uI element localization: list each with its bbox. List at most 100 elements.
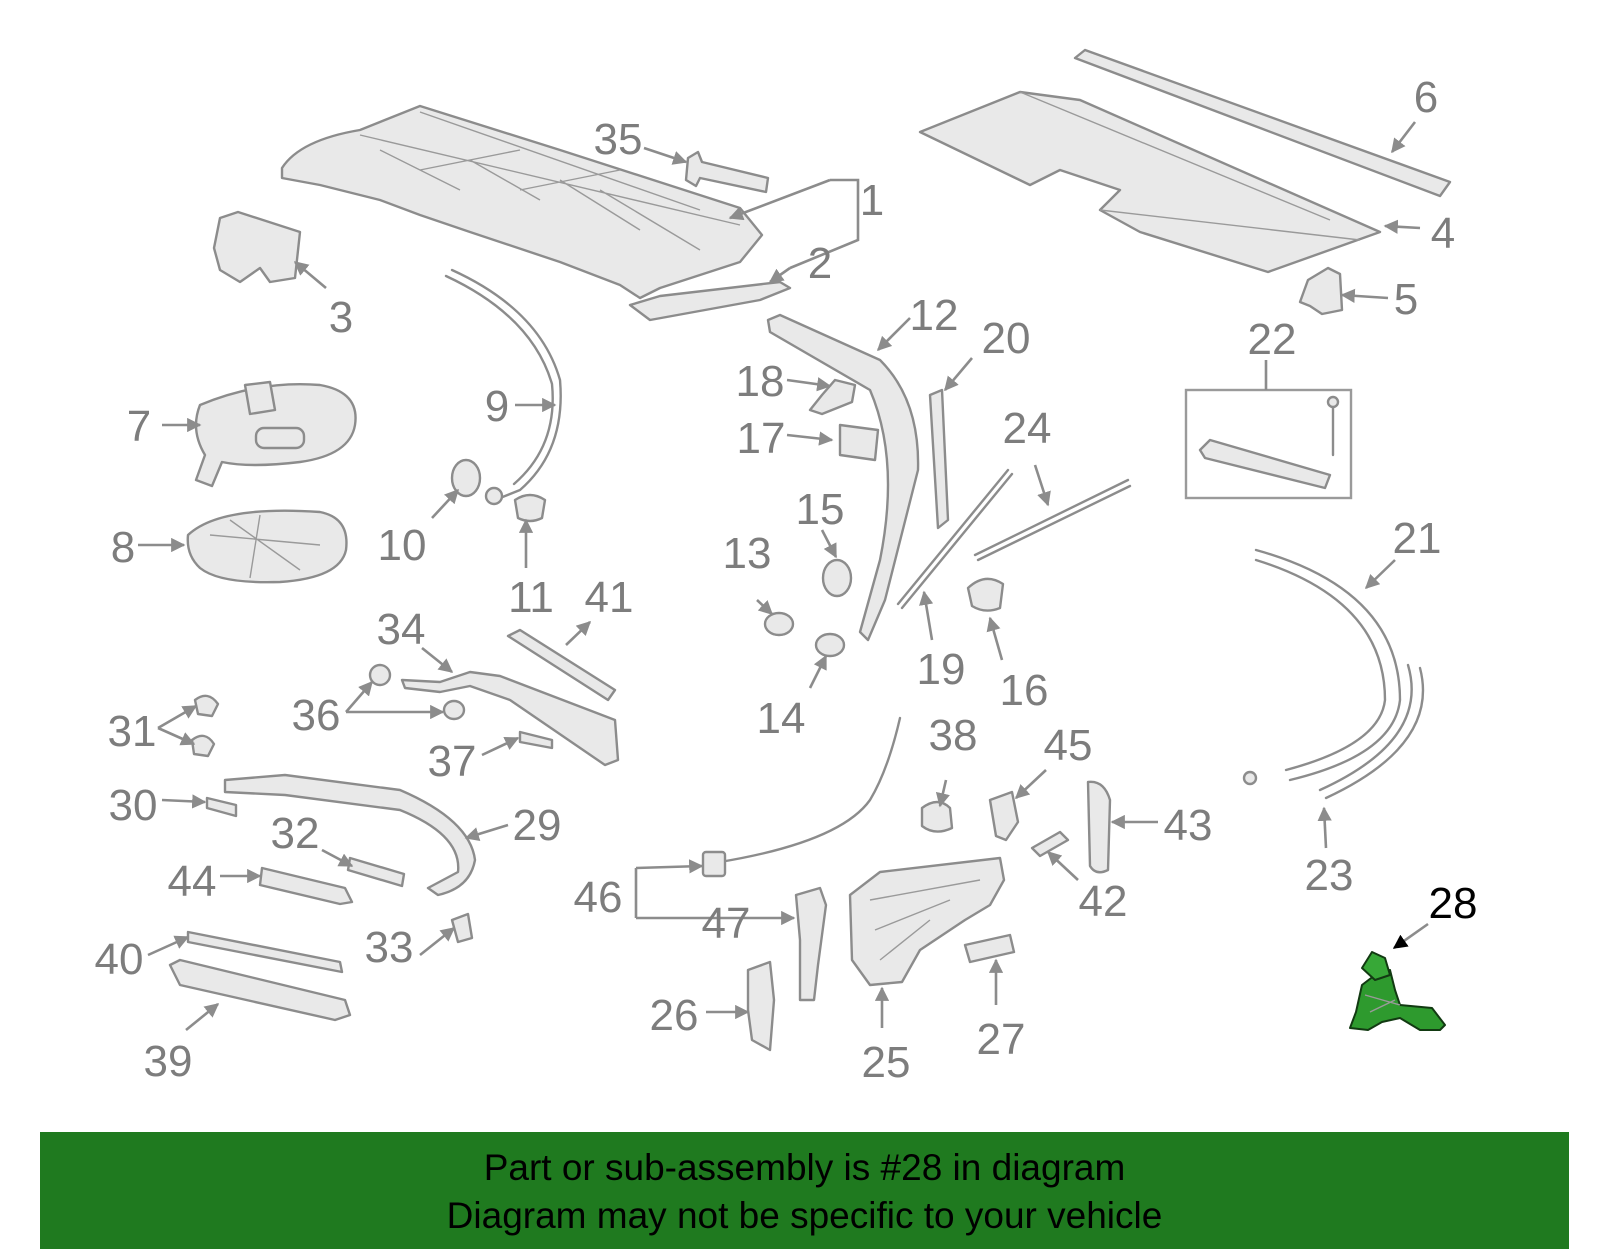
label-32: 32 [271, 809, 320, 858]
part-15-o-ring [821, 558, 853, 598]
banner-line-1: Part or sub-assembly is #28 in diagram [483, 1147, 1126, 1188]
label-20: 20 [982, 314, 1031, 363]
part-13-washer [763, 611, 795, 637]
label-37: 37 [428, 737, 477, 786]
part-27-switch [963, 933, 1016, 964]
part-26-plate [746, 960, 776, 1052]
label-4: 4 [1431, 209, 1455, 258]
part-21-rear-bow [1254, 548, 1402, 782]
label-3: 3 [329, 293, 353, 342]
label-45: 45 [1044, 721, 1093, 770]
label-9: 9 [485, 382, 509, 431]
part-shapes [168, 48, 1452, 1052]
label-39: 39 [144, 1037, 193, 1086]
label-7: 7 [127, 402, 151, 451]
part-47-link [794, 886, 828, 1002]
part-18-bracket [808, 378, 857, 416]
part-32-bolt [346, 856, 406, 888]
part-38-cap [920, 800, 954, 833]
part-10-o-ring [450, 458, 482, 498]
label-25: 25 [862, 1038, 911, 1087]
label-8: 8 [111, 523, 135, 572]
part-6-trim-strip [1073, 48, 1452, 198]
part-3-hinge-bracket [212, 210, 302, 284]
part-43-link [1086, 780, 1112, 874]
label-46: 46 [574, 873, 623, 922]
part-23-strip [1318, 663, 1413, 792]
label-35: 35 [594, 115, 643, 164]
part-34-link-arm [400, 670, 620, 767]
part-1-top-frame [280, 104, 792, 322]
part-22-kit-box [1184, 388, 1353, 500]
label-6: 6 [1414, 73, 1438, 122]
part-41-trim [506, 628, 617, 702]
label-33: 33 [365, 923, 414, 972]
part-5-clip [1298, 266, 1344, 316]
label-13: 13 [723, 529, 772, 578]
part-39-trim-strip [168, 958, 352, 1022]
callout-labels: 1 2 3 4 5 6 7 8 9 10 11 12 13 14 15 16 1… [95, 73, 1478, 1087]
label-2: 2 [808, 239, 832, 288]
part-14-washer [814, 632, 846, 658]
part-46-cable [718, 716, 902, 864]
label-29: 29 [513, 801, 562, 850]
part-20-channel [928, 388, 950, 530]
part-4-rear-panel [918, 90, 1382, 274]
part-40-seal-strip [186, 930, 344, 974]
part-31-bushing-a [193, 694, 220, 718]
label-21: 21 [1393, 514, 1442, 563]
part-28-highlighted [1349, 951, 1446, 1031]
part-25-hinge-bracket [848, 856, 1006, 987]
label-43: 43 [1164, 801, 1213, 850]
part-29-control-arm [223, 773, 477, 897]
label-11: 11 [508, 573, 554, 622]
label-31: 31 [108, 707, 157, 756]
part-36-bushing-b [442, 699, 466, 721]
label-27: 27 [977, 1015, 1026, 1064]
label-12: 12 [910, 291, 959, 340]
label-22: 22 [1248, 315, 1297, 364]
part-45-bracket [988, 790, 1020, 842]
part-16-grommet [966, 577, 1005, 612]
label-42: 42 [1079, 877, 1128, 926]
part-31-bushing-b [190, 734, 216, 758]
label-15: 15 [796, 485, 845, 534]
part-12-side-arm [766, 313, 920, 642]
label-44: 44 [168, 857, 217, 906]
label-16: 16 [1000, 666, 1049, 715]
label-40: 40 [95, 935, 144, 984]
part-42-bracket [1030, 830, 1070, 858]
label-10: 10 [378, 521, 427, 570]
label-19: 19 [917, 645, 966, 694]
part-11-grommet [513, 493, 547, 523]
banner-line-2: Diagram may not be specific to your vehi… [446, 1195, 1163, 1236]
label-17: 17 [737, 414, 786, 463]
label-38: 38 [929, 711, 978, 760]
label-34: 34 [377, 605, 426, 654]
part-19-strut [896, 468, 1010, 606]
part-33-clip [450, 912, 474, 944]
part-30-bolt [205, 796, 238, 818]
label-41: 41 [585, 573, 634, 622]
part-9-arc-seal [450, 268, 562, 500]
label-5: 5 [1394, 275, 1418, 324]
label-18: 18 [736, 357, 785, 406]
part-17-cover [838, 423, 880, 462]
label-47: 47 [702, 899, 751, 948]
part-35-pin [684, 150, 770, 194]
part-37-bolt [518, 730, 554, 750]
label-28: 28 [1429, 879, 1478, 928]
label-14: 14 [757, 694, 806, 743]
part-7-motor-assembly [194, 380, 357, 488]
label-30: 30 [109, 781, 158, 830]
parts-diagram: 1 2 3 4 5 6 7 8 9 10 11 12 13 14 15 16 1… [95, 48, 1478, 1087]
part-36-bushing-a [368, 663, 392, 687]
label-1: 1 [860, 176, 884, 225]
part-8-tray [186, 509, 348, 584]
label-36: 36 [292, 691, 341, 740]
label-23: 23 [1305, 851, 1354, 900]
label-24: 24 [1003, 404, 1052, 453]
part-44-bracket [258, 866, 354, 906]
info-banner: Part or sub-assembly is #28 in diagram D… [40, 1132, 1569, 1249]
leader-lines [138, 121, 1429, 1032]
